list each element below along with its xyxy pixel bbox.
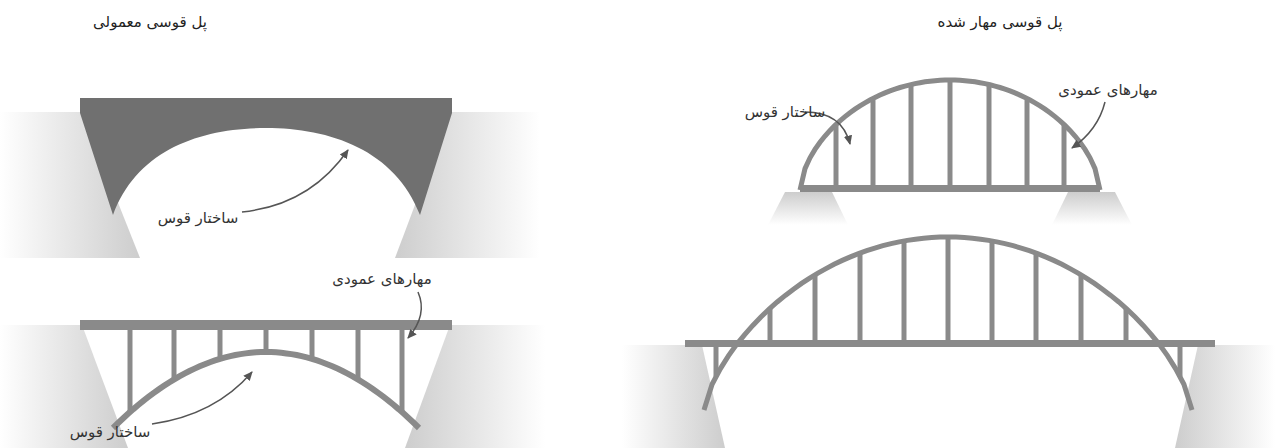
part-label: ساختار قوس	[745, 103, 826, 121]
vertical-hanger	[1034, 253, 1039, 343]
tied-arch-bridge	[768, 80, 1132, 225]
deck	[685, 340, 1215, 347]
vertical-hanger	[768, 308, 773, 343]
arch-rib	[113, 352, 419, 428]
bridge-heading: پل قوسی مهار شده	[938, 13, 1063, 31]
vertical-hanger	[987, 85, 992, 188]
vertical-hanger	[909, 85, 914, 188]
vertical-strut	[356, 328, 361, 379]
part-label: ساختار قوس	[158, 209, 239, 227]
vertical-hanger	[990, 241, 995, 343]
vertical-hanger	[834, 124, 839, 188]
vertical-strut	[400, 328, 405, 412]
arch-rib	[800, 80, 1100, 190]
leader-lines	[152, 102, 1105, 424]
leader-line	[1072, 102, 1105, 148]
vertical-strut	[264, 328, 269, 352]
vertical-hanger	[858, 253, 863, 343]
arch-rib	[704, 237, 1192, 410]
open-arch-bridge	[0, 320, 545, 448]
part-label: مهارهای عمودی	[332, 270, 432, 288]
vertical-hanger	[871, 98, 876, 188]
vertical-strut	[172, 328, 177, 379]
arch-body	[80, 98, 452, 215]
vertical-hanger	[946, 237, 951, 343]
deck	[80, 320, 452, 330]
cliff	[768, 192, 848, 225]
vertical-hanger	[948, 80, 953, 188]
vertical-strut	[1178, 345, 1183, 376]
leader-line	[152, 372, 252, 424]
through-arch-bridge	[622, 237, 1275, 448]
vertical-hanger	[1124, 308, 1129, 343]
vertical-strut	[310, 328, 315, 359]
vertical-strut	[714, 345, 719, 376]
solid-arch-bridge	[0, 98, 540, 258]
vertical-hanger	[813, 275, 818, 343]
vertical-hanger	[1062, 124, 1067, 188]
deck	[800, 185, 1100, 192]
part-label: مهارهای عمودی	[1058, 81, 1158, 99]
leader-line	[408, 292, 421, 338]
vertical-strut	[128, 328, 133, 412]
bridge-heading: پل قوسی معمولی	[93, 13, 207, 31]
vertical-hanger	[1025, 98, 1030, 188]
part-label: ساختار قوس	[70, 423, 151, 441]
vertical-hanger	[1079, 275, 1084, 343]
cliff	[405, 325, 545, 448]
cliff	[1052, 192, 1132, 225]
leader-line	[242, 150, 348, 212]
vertical-hanger	[902, 241, 907, 343]
vertical-strut	[218, 328, 223, 359]
